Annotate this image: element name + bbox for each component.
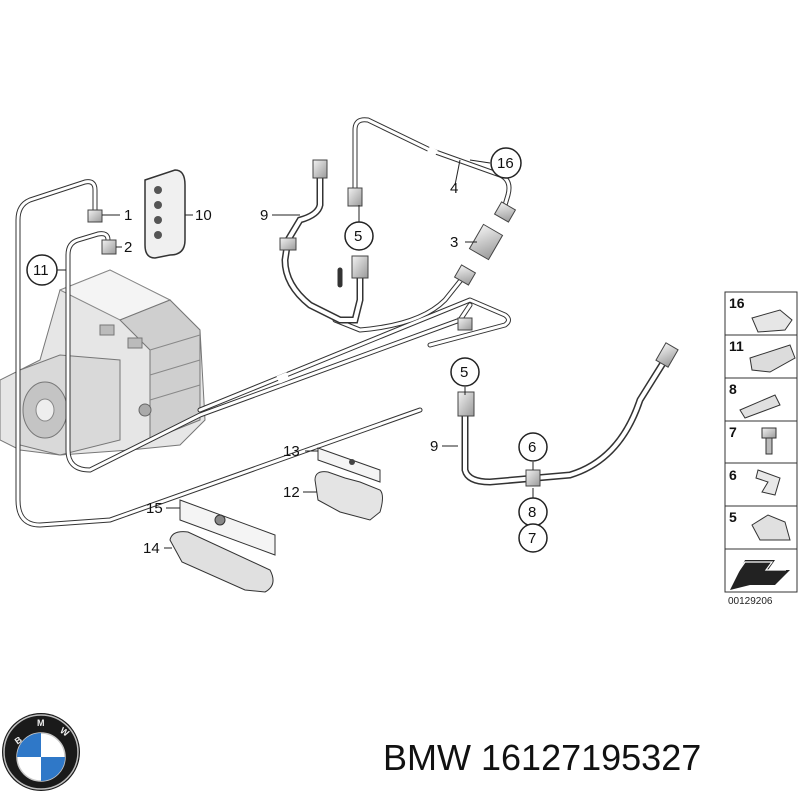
abs-unit — [0, 269, 206, 456]
callout-16: 16 — [497, 155, 514, 172]
holder-12-13 — [314, 447, 383, 521]
callout-15: 15 — [146, 500, 163, 517]
legend-7: 7 — [729, 424, 737, 440]
legend-16: 16 — [729, 295, 745, 311]
callout-13: 13 — [283, 443, 300, 460]
logo-letter-b: B — [13, 734, 24, 746]
leader-lines — [57, 159, 534, 549]
legend-8: 8 — [729, 381, 737, 397]
callout-4: 4 — [450, 180, 458, 197]
legend-5: 5 — [729, 509, 737, 525]
part-number: 16127195327 — [481, 737, 702, 778]
callout-9-upper: 9 — [260, 207, 268, 224]
line-breaks — [276, 146, 438, 406]
callout-labels: 1 2 3 4 5 6 7 8 9 10 11 12 13 14 15 16 5… — [33, 155, 536, 557]
holder-14-15 — [169, 499, 276, 593]
circled-callouts — [26, 147, 548, 553]
callout-11: 11 — [33, 262, 49, 279]
brand-name: BMW — [383, 737, 471, 778]
logo-letter-m: M — [37, 718, 45, 728]
part-caption: BMW 16127195327 — [383, 737, 701, 779]
parts-legend: 16 11 8 7 6 5 00129206 — [724, 291, 798, 607]
callout-2: 2 — [124, 239, 132, 256]
bracket-10 — [144, 169, 186, 259]
legend-6: 6 — [729, 467, 737, 483]
callout-5-lower: 5 — [460, 364, 468, 381]
callout-1: 1 — [124, 207, 132, 224]
callout-3: 3 — [450, 234, 458, 251]
callout-9-lower: 9 — [430, 438, 438, 455]
direction-arrow-icon — [730, 560, 790, 590]
fittings — [87, 201, 517, 331]
callout-7: 7 — [528, 530, 536, 547]
bmw-logo: B M W — [2, 713, 80, 791]
callout-6: 6 — [528, 439, 536, 456]
diagram-code: 00129206 — [728, 596, 773, 607]
callout-12: 12 — [283, 484, 300, 501]
callout-5-upper: 5 — [354, 228, 362, 245]
callout-14: 14 — [143, 540, 160, 557]
brake-hose-lower — [457, 342, 679, 487]
callout-10: 10 — [195, 207, 212, 224]
brake-hose-upper — [279, 159, 369, 324]
callout-8: 8 — [528, 504, 536, 521]
legend-11: 11 — [729, 338, 744, 354]
